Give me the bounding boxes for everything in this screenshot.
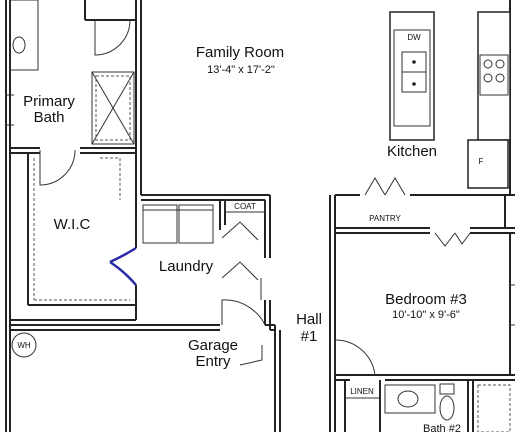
pantry-label: PANTRY — [369, 214, 401, 223]
garage-entry-title-line1: Garage — [188, 337, 238, 354]
washer-icon — [142, 204, 178, 244]
laundry-title: Laundry — [159, 258, 214, 275]
walls — [5, 0, 515, 432]
burner-icon — [483, 59, 493, 69]
water-heater-icon — [11, 332, 37, 358]
primary-bath-title-line1: Primary — [23, 93, 75, 110]
garage-entry-title-line2: Entry — [195, 353, 231, 370]
burner-icon — [495, 59, 505, 69]
toilet-icon — [439, 395, 455, 421]
primary-bath-fixtures — [6, 0, 135, 186]
primary-bath-title-line2: Bath — [34, 109, 65, 126]
water-heater-label: WH — [17, 341, 31, 350]
wic-shelving — [33, 157, 137, 301]
laundry-fixtures — [142, 199, 266, 300]
fridge-icon — [467, 139, 509, 189]
kitchen-fixtures — [364, 11, 511, 247]
bath2-fixtures — [345, 383, 511, 432]
wic-title: W.I.C — [54, 216, 91, 233]
bedroom-doors — [334, 284, 515, 376]
hall-title-line1: Hall — [296, 311, 322, 328]
sink-icon — [12, 36, 26, 54]
family-room-title: Family Room — [196, 44, 284, 61]
door-swing — [94, 19, 131, 56]
garage-entry-door — [221, 299, 266, 366]
burner-icon — [483, 73, 493, 83]
bath2-title: Bath #2 — [423, 423, 461, 432]
sink-icon — [397, 390, 419, 408]
highlighted-door — [109, 260, 137, 286]
bedroom3-title: Bedroom #3 — [385, 291, 467, 308]
hall-title-line2: #1 — [301, 328, 318, 345]
highlighted-door — [109, 246, 137, 264]
linen-label: LINEN — [350, 387, 374, 396]
coat-closet-label: COAT — [234, 202, 256, 211]
burner-icon — [495, 73, 505, 83]
door-swing — [39, 149, 76, 186]
dryer-icon — [178, 204, 214, 244]
bedroom3-dimensions: 10'-10" x 9'-6" — [392, 309, 460, 321]
family-room-dimensions: 13'-4" x 17'-2" — [207, 64, 275, 76]
kitchen-title: Kitchen — [387, 143, 437, 160]
fridge-label: F — [479, 157, 484, 166]
dishwasher-label: DW — [407, 33, 421, 42]
